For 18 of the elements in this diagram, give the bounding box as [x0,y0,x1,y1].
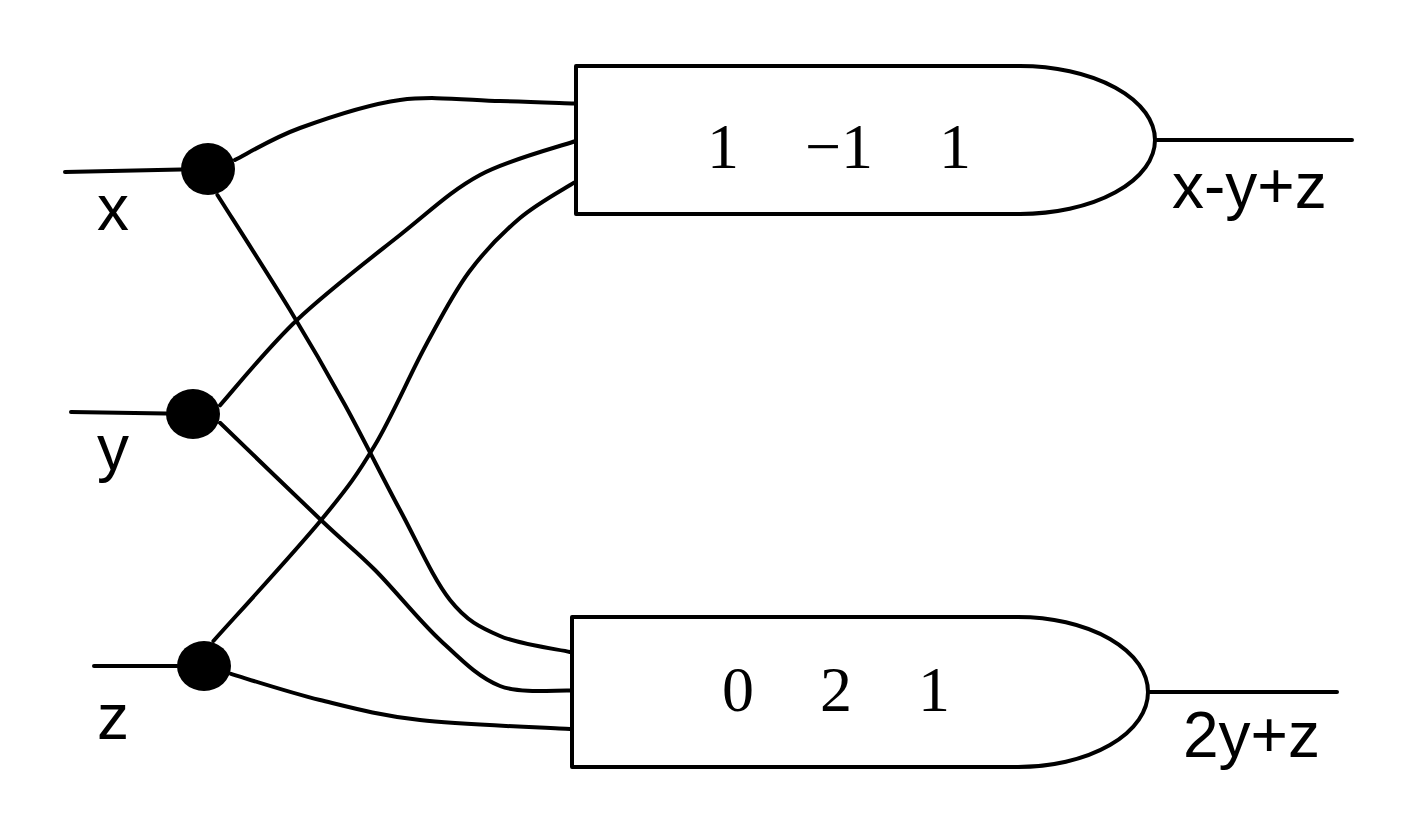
wire [229,671,572,731]
wire [218,139,576,408]
weight-text: 1 −1 1 [706,115,972,179]
junction-dot [181,143,235,195]
wire [233,96,576,162]
input-wire [69,410,168,416]
input-wire [63,167,183,174]
junction-dot [177,641,231,691]
output-wire [1148,690,1339,694]
gate-symbol [574,64,1157,216]
junction-dot [166,389,220,439]
output-wire [1155,138,1354,142]
wire [218,420,572,694]
input-wire [92,664,179,668]
gate-symbol [570,615,1150,769]
weight-text: 0 2 1 [722,658,950,722]
input-label: x [97,176,129,240]
input-label: z [97,685,129,749]
